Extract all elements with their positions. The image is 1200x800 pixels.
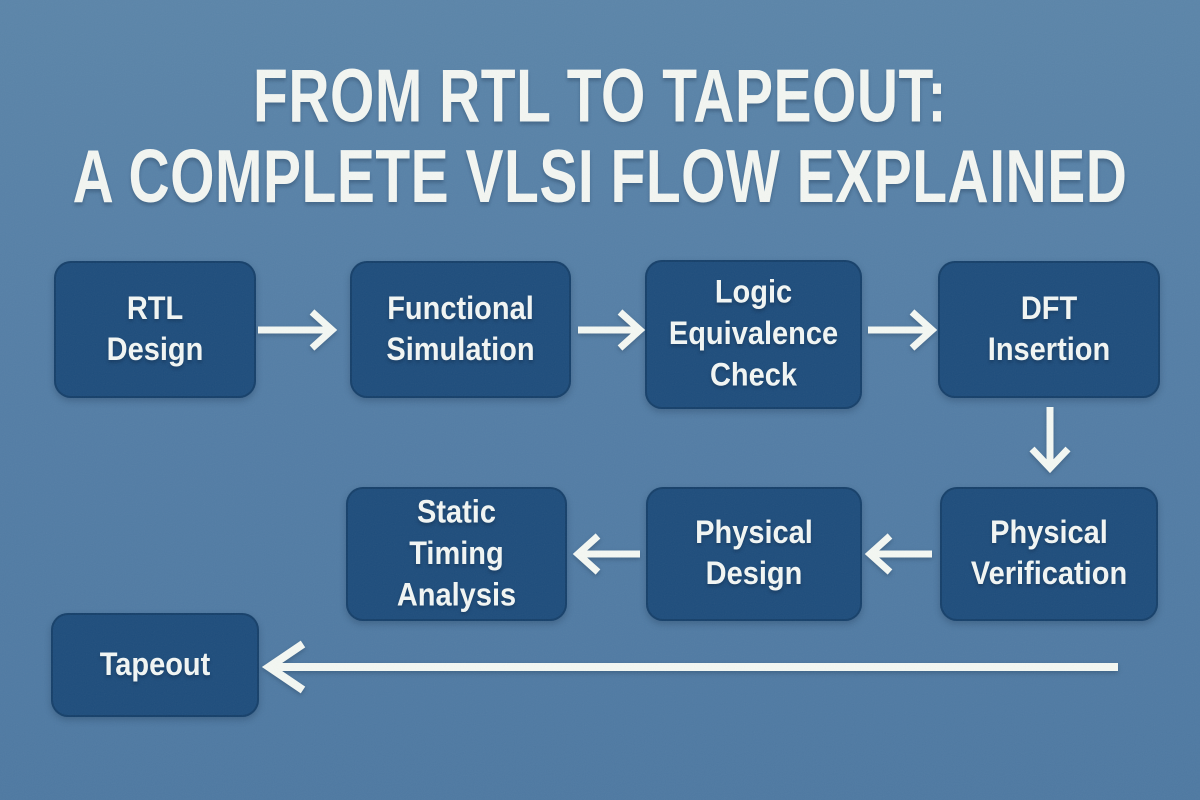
arrow-left-long-icon [261,640,1118,694]
arrow-left-icon [572,533,640,575]
arrow-down-icon [1029,407,1071,474]
arrow-right-icon [578,309,646,351]
arrow-right-icon [258,309,338,351]
arrow-left-icon [864,533,932,575]
arrow-right-icon [868,309,938,351]
